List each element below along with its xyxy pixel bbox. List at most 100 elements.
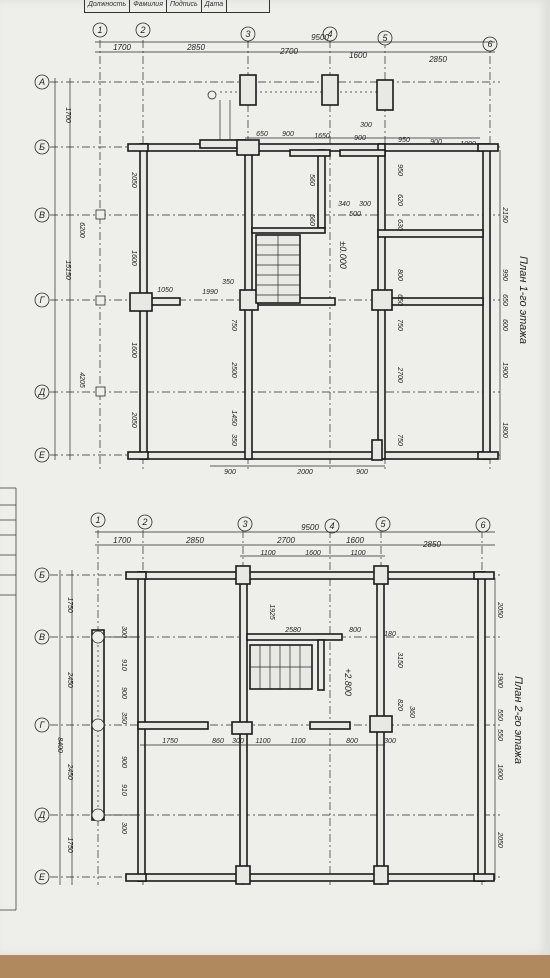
svg-text:9500: 9500	[301, 523, 319, 532]
svg-text:630: 630	[396, 219, 403, 231]
svg-text:1600: 1600	[130, 250, 137, 266]
balcony	[91, 629, 140, 822]
svg-text:2580: 2580	[284, 627, 301, 634]
row-axis-markers: А Б В Г Д Е	[34, 74, 50, 463]
axis-lines	[50, 530, 500, 885]
svg-text:Г: Г	[40, 295, 46, 305]
svg-text:1100: 1100	[260, 550, 275, 557]
svg-text:6: 6	[480, 520, 485, 530]
axis-label: 3	[245, 29, 250, 39]
svg-text:300: 300	[120, 822, 127, 834]
axis-label: 4	[327, 29, 332, 39]
svg-text:2700: 2700	[396, 366, 403, 383]
overall-width: 9500	[311, 33, 329, 42]
svg-text:340: 340	[338, 201, 350, 208]
svg-text:2700: 2700	[276, 536, 295, 545]
svg-text:1990: 1990	[202, 289, 218, 296]
title-block-label: Фамилия	[130, 0, 167, 12]
porch	[95, 74, 395, 397]
svg-text:990: 990	[501, 269, 508, 281]
axis-label: 5	[382, 33, 388, 43]
svg-text:2850: 2850	[422, 540, 441, 549]
svg-text:1600: 1600	[346, 536, 364, 545]
svg-text:600: 600	[501, 319, 508, 331]
svg-text:1600: 1600	[349, 51, 367, 60]
svg-text:2050: 2050	[496, 831, 503, 848]
svg-text:910: 910	[120, 784, 127, 796]
svg-text:2850: 2850	[428, 55, 447, 64]
svg-text:350: 350	[120, 712, 127, 724]
svg-text:5: 5	[380, 519, 386, 529]
svg-text:350: 350	[230, 434, 237, 446]
svg-text:1600: 1600	[130, 342, 137, 358]
plan-title: План 2-го этажа	[512, 676, 524, 764]
svg-text:350: 350	[222, 279, 234, 286]
left-dimensions: 1750 2450 8400 2450 1750	[56, 570, 73, 885]
svg-text:1100: 1100	[255, 738, 270, 745]
floor-plans-drawing: 1 2 3 4 5 6 А Б В Г Д Е 9500 1700 2850 2…	[0, 22, 529, 911]
top-dimensions: 9500 1700 2850 2700 1600 2850 650 900 16…	[95, 33, 495, 148]
svg-text:В: В	[39, 210, 45, 220]
svg-text:550: 550	[496, 709, 503, 721]
svg-text:1750: 1750	[162, 738, 178, 745]
level-mark: +2.800	[343, 668, 353, 696]
svg-text:560: 560	[308, 214, 315, 226]
axis-row-dimensions: 1750 860 300 1100 1100 800 300	[140, 738, 396, 746]
plan-title: План 1-го этажа	[517, 256, 529, 344]
svg-text:2000: 2000	[296, 469, 313, 476]
svg-text:Е: Е	[39, 872, 46, 882]
svg-text:1900: 1900	[501, 362, 508, 378]
svg-text:950: 950	[398, 137, 410, 144]
svg-text:1100: 1100	[350, 550, 365, 557]
right-dimensions: 2150 990 650 600 1900 1800	[499, 150, 508, 460]
svg-text:Д: Д	[38, 810, 46, 820]
svg-text:1450: 1450	[230, 410, 237, 426]
staircase	[249, 644, 313, 690]
svg-text:Е: Е	[39, 450, 46, 460]
svg-text:300: 300	[359, 201, 371, 208]
svg-text:900: 900	[282, 131, 294, 138]
svg-text:4: 4	[329, 521, 334, 531]
svg-text:1750: 1750	[66, 597, 73, 613]
svg-text:750: 750	[396, 319, 403, 331]
svg-text:2: 2	[141, 517, 147, 527]
svg-text:А: А	[38, 77, 45, 87]
svg-text:1600: 1600	[305, 550, 321, 557]
column-axis-markers: 1 2 3 4 5 6	[90, 512, 491, 534]
bottom-dimensions: 900 2000 900	[210, 465, 385, 476]
column-axis-markers: 1 2 3 4 5 6	[92, 22, 498, 52]
plan-first-floor: 1 2 3 4 5 6 А Б В Г Д Е 9500 1700 2850 2…	[34, 22, 529, 476]
left-dimensions: 1700 6200 15150 4205 2050 1600 1600 2050	[54, 78, 137, 460]
svg-text:Б: Б	[39, 570, 45, 580]
right-dimensions: 2050 3150 1900 550 550 1600 2050	[396, 578, 503, 880]
svg-text:650: 650	[501, 294, 508, 306]
svg-text:Б: Б	[39, 142, 45, 152]
svg-text:900: 900	[224, 469, 236, 476]
title-block-header: Должность Фамилия Подпись Дата	[84, 0, 270, 13]
svg-text:1600: 1600	[496, 764, 503, 780]
svg-text:900: 900	[430, 139, 442, 146]
svg-text:300: 300	[120, 626, 127, 638]
svg-text:900: 900	[356, 469, 368, 476]
svg-text:1700: 1700	[113, 536, 131, 545]
svg-text:2050: 2050	[130, 411, 137, 428]
svg-text:2050: 2050	[130, 171, 137, 188]
svg-text:860: 860	[212, 738, 224, 745]
svg-text:2500: 2500	[230, 361, 237, 378]
svg-text:1700: 1700	[64, 107, 71, 123]
side-frame	[0, 487, 17, 911]
svg-text:360: 360	[408, 706, 415, 718]
svg-text:2050: 2050	[496, 601, 503, 618]
svg-text:800: 800	[349, 627, 361, 634]
svg-text:620: 620	[396, 194, 403, 206]
svg-text:Д: Д	[38, 387, 46, 397]
svg-text:1750: 1750	[66, 837, 73, 853]
svg-text:3150: 3150	[396, 652, 403, 668]
svg-text:2450: 2450	[66, 671, 73, 688]
title-block-label: Дата	[202, 0, 228, 12]
svg-text:2450: 2450	[66, 763, 73, 780]
walls	[127, 139, 499, 461]
svg-text:800: 800	[346, 738, 358, 745]
walls	[125, 565, 495, 885]
row-axis-markers: Б В Г Д Е	[34, 567, 50, 885]
